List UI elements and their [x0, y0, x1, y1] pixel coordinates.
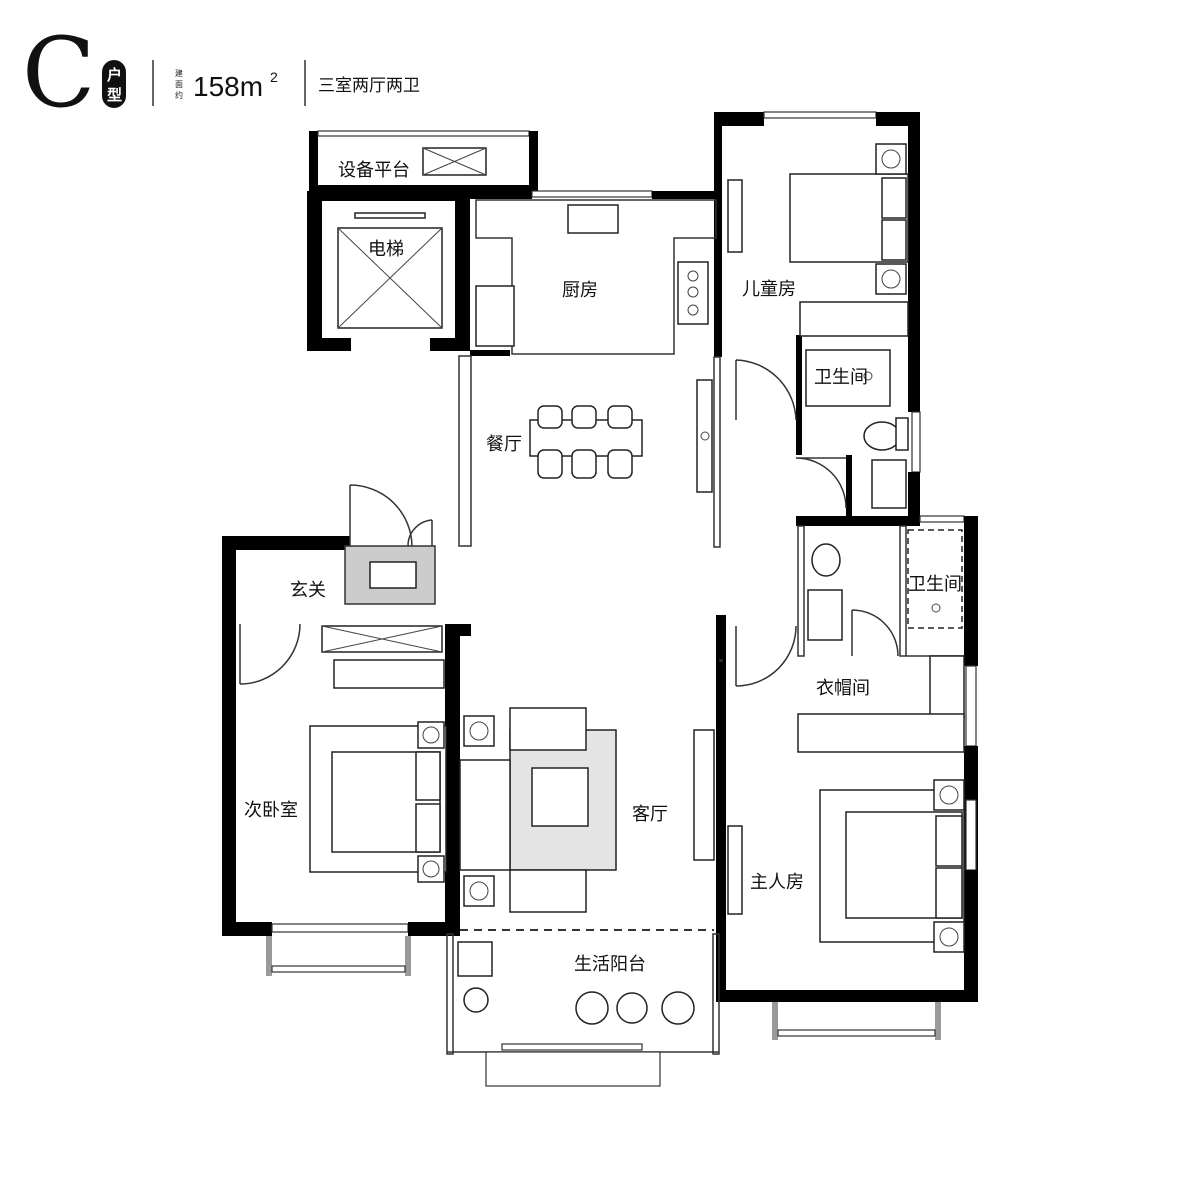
area-unit-superscript: 2: [270, 69, 278, 85]
stove-icon: [677, 261, 709, 325]
toilet-icon: [863, 421, 901, 451]
washer-icon: [457, 941, 493, 977]
tv-cabinet-icon: [693, 729, 715, 861]
label-second-bedroom: 次卧室: [244, 800, 298, 821]
doors: [239, 359, 899, 931]
room-labels: 设备平台 电梯 厨房 儿童房 卫生间 餐厅 玄关 卫生间 衣帽间 次卧室 客厅 …: [244, 160, 962, 975]
area-caption-char-2: 面: [175, 80, 183, 89]
area-caption-char-3: 约: [175, 90, 183, 100]
label-bathroom-2: 卫生间: [908, 574, 962, 595]
window-sills: [266, 936, 941, 1040]
sofa-icon: [459, 759, 511, 871]
walls: [222, 111, 978, 1087]
header: C 户 型 建 面 约 158m 2 三室两厅两卫: [22, 17, 420, 129]
layout-type-text: 三室两厅两卫: [318, 76, 420, 96]
furniture: [309, 143, 965, 1025]
label-equipment-platform: 设备平台: [338, 160, 410, 181]
label-entrance: 玄关: [290, 580, 326, 601]
unit-type-letter: C: [22, 17, 95, 129]
label-elevator: 电梯: [368, 239, 404, 260]
unit-type-badge: [102, 60, 126, 108]
label-living-room: 客厅: [632, 804, 668, 825]
unit-type-badge-char-2: 型: [107, 86, 122, 104]
unit-type-badge-char-1: 户: [107, 66, 122, 84]
label-cloakroom: 衣帽间: [816, 678, 870, 699]
fridge-icon: [475, 285, 515, 347]
area-caption-char-1: 建: [175, 68, 183, 78]
dining-chairs-icon: [537, 405, 633, 479]
area-value: 158m: [193, 71, 263, 102]
label-kids-room: 儿童房: [742, 279, 796, 300]
label-bathroom-1: 卫生间: [814, 367, 868, 388]
lounge-chair-icon: [575, 991, 609, 1025]
basin-icon: [871, 459, 907, 509]
label-master-bedroom: 主人房: [750, 872, 804, 893]
label-dining: 餐厅: [486, 434, 522, 455]
sink-icon: [567, 204, 619, 234]
label-balcony: 生活阳台: [574, 954, 646, 975]
coffee-table-icon: [531, 767, 589, 827]
label-kitchen: 厨房: [562, 280, 598, 301]
